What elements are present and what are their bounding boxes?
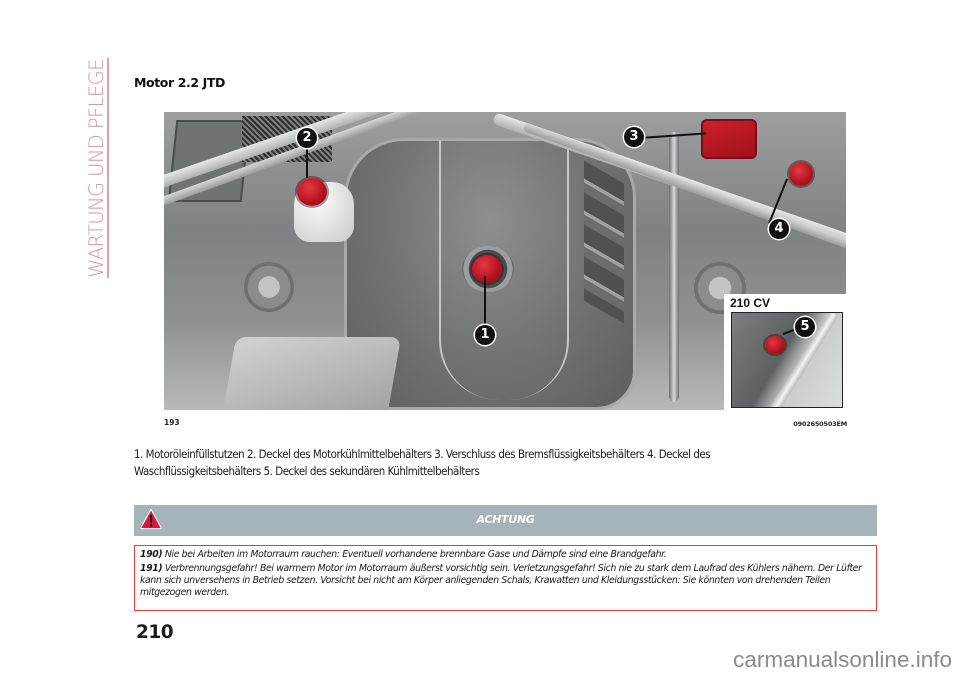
- warning-ref: 191): [140, 562, 163, 574]
- engine-cover-ridge: [439, 140, 569, 400]
- warning-header: ACHTUNG: [134, 505, 877, 536]
- caption-line-2: Waschflüssigkeitsbehälters 5. Deckel des…: [134, 464, 480, 478]
- brake-fluid-reservoir-cap-icon: [701, 119, 757, 159]
- oil-filler-cap-icon: [472, 255, 502, 283]
- warning-item-191: 191) Verbrennungsgefahr! Bei warmem Moto…: [140, 563, 871, 600]
- coolant-cap-icon: [297, 178, 327, 206]
- inset-210cv-figure: [731, 312, 843, 408]
- figure-caption: 1. Motoröleinfüllstutzen 2. Deckel des M…: [134, 446, 864, 480]
- callout-1: 1: [475, 325, 495, 345]
- side-title-rule: [107, 58, 109, 278]
- washer-fluid-cap-icon: [789, 162, 813, 186]
- section-side-title: WARTUNG UND PFLEGE: [83, 58, 109, 278]
- warning-triangle-icon: [140, 508, 162, 530]
- callout-2: 2: [297, 128, 317, 148]
- callout-4: 4: [769, 219, 789, 239]
- page-number: 210: [136, 622, 174, 643]
- warning-title: ACHTUNG: [476, 513, 535, 526]
- warning-item-190: 190) Nie bei Arbeiten im Motorraum rauch…: [140, 549, 871, 561]
- warning-box: 190) Nie bei Arbeiten im Motorraum rauch…: [134, 545, 877, 611]
- inset-label: 210 CV: [730, 296, 771, 310]
- air-filter-box: [221, 337, 402, 410]
- warning-text: Verbrennungsgefahr! Bei warmem Motor im …: [140, 562, 862, 599]
- warning-text: Nie bei Arbeiten im Motorraum rauchen: E…: [164, 549, 667, 560]
- watermark: carmanualsonline.info: [733, 647, 952, 672]
- figure-code: 0902650503EM: [793, 420, 847, 428]
- left-strut-mount: [244, 262, 294, 312]
- engine-cover-fins: [584, 160, 624, 324]
- warning-ref: 190): [140, 549, 163, 560]
- callout-1-leader: [484, 276, 486, 326]
- figure-number: 193: [164, 418, 180, 427]
- secondary-coolant-cap-icon: [765, 336, 785, 354]
- engine-compartment-figure: [164, 112, 846, 410]
- coolant-hose: [669, 132, 679, 402]
- callout-2-leader: [306, 146, 308, 178]
- section-side-title-text: WARTUNG UND PFLEGE: [84, 58, 108, 278]
- callout-3: 3: [624, 127, 644, 147]
- caption-line-1: 1. Motoröleinfüllstutzen 2. Deckel des M…: [134, 447, 711, 461]
- section-title: Motor 2.2 JTD: [134, 75, 225, 90]
- callout-5: 5: [795, 317, 815, 337]
